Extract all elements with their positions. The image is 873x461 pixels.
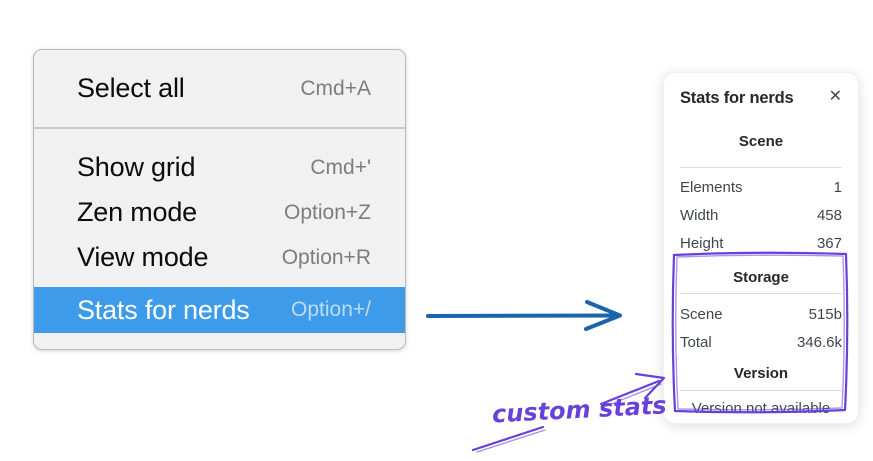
stat-label: Width: [680, 206, 719, 224]
menu-item-view-mode[interactable]: View mode Option+R: [34, 235, 405, 280]
stats-panel: Stats for nerds ✕ Scene Elements 1 Width…: [663, 72, 859, 424]
menu-item-shortcut: Option+R: [281, 245, 371, 269]
close-icon[interactable]: ✕: [828, 88, 842, 105]
menu-item-show-grid[interactable]: Show grid Cmd+': [34, 145, 405, 190]
menu-item-label: View mode: [77, 242, 209, 272]
context-menu: Select all Cmd+A Show grid Cmd+' Zen mod…: [33, 49, 406, 350]
version-status-text: Version not available: [691, 400, 831, 417]
section-header-storage: Storage: [733, 269, 789, 286]
section-divider: [680, 293, 842, 294]
stat-row-height: Height 367: [664, 229, 858, 257]
stat-row-elements: Elements 1: [664, 173, 858, 201]
menu-item-select-all[interactable]: Select all Cmd+A: [34, 66, 405, 111]
menu-divider: [34, 127, 405, 129]
stat-value: 1: [833, 178, 842, 196]
stat-label: Total: [680, 333, 712, 351]
menu-item-shortcut: Cmd+A: [300, 76, 371, 100]
stat-value: 346.6k: [796, 333, 842, 351]
menu-item-stats-for-nerds[interactable]: Stats for nerds Option+/: [34, 287, 405, 333]
stat-row-scene-storage: Scene 515b: [664, 300, 858, 328]
stat-value: 515b: [808, 305, 842, 323]
blue-arrow: [426, 300, 622, 331]
menu-item-label: Show grid: [77, 152, 196, 182]
menu-item-zen-mode[interactable]: Zen mode Option+Z: [34, 190, 405, 235]
stat-label: Height: [680, 234, 724, 252]
menu-item-label: Zen mode: [77, 197, 197, 227]
stats-panel-title: Stats for nerds: [680, 88, 794, 107]
custom-stats-label: custom stats: [491, 391, 668, 429]
stat-value: 458: [816, 206, 842, 224]
section-header-version: Version: [733, 365, 789, 382]
stat-label: Elements: [680, 178, 743, 196]
stat-label: Scene: [680, 305, 723, 323]
section-header-scene: Scene: [738, 133, 784, 150]
menu-item-shortcut: Option+/: [291, 298, 371, 321]
stat-row-width: Width 458: [664, 201, 858, 229]
menu-item-label: Stats for nerds: [77, 294, 250, 325]
stat-value: 367: [816, 234, 842, 252]
menu-item-shortcut: Cmd+': [310, 155, 371, 179]
menu-item-shortcut: Option+Z: [284, 200, 371, 224]
menu-item-label: Select all: [77, 73, 185, 103]
section-divider: [680, 390, 842, 391]
stat-row-total-storage: Total 346.6k: [664, 328, 858, 356]
section-divider: [680, 167, 842, 168]
